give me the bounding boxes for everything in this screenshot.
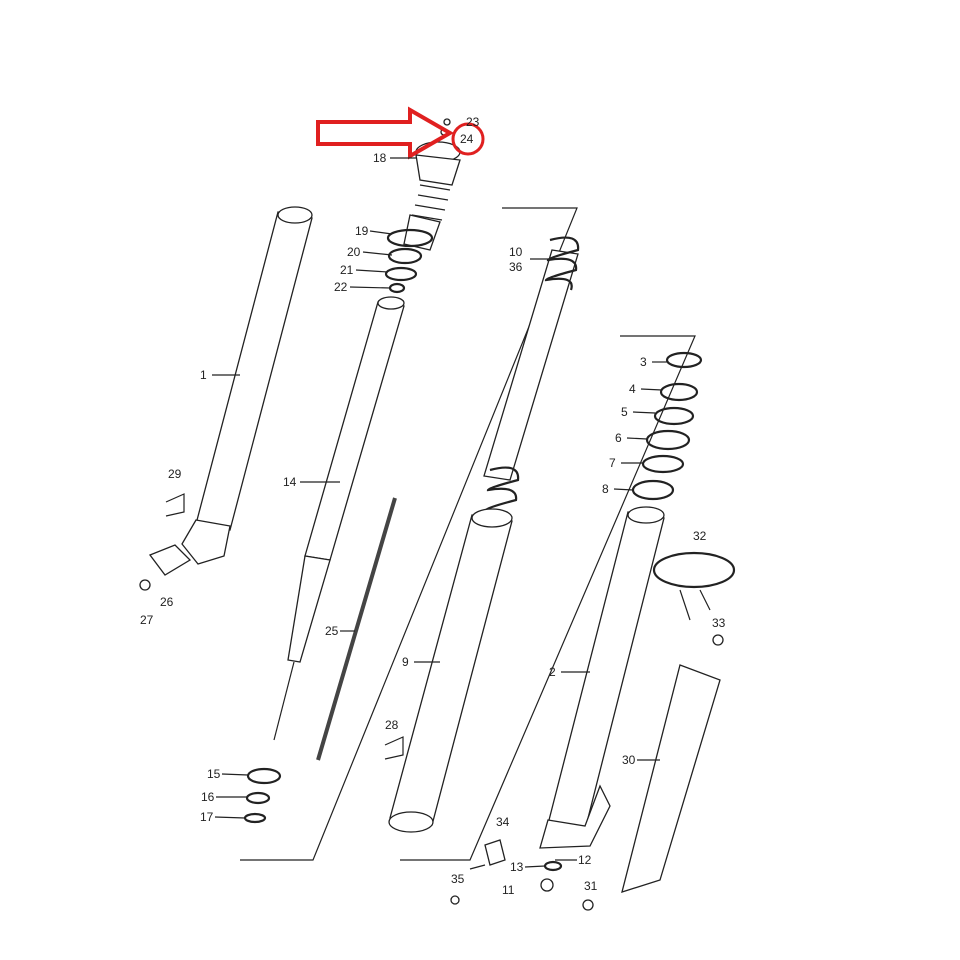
callout-16: 16 xyxy=(201,790,215,804)
callout-5: 5 xyxy=(621,405,628,419)
damper-rod-14 xyxy=(273,296,405,741)
clamp-32 xyxy=(652,551,736,646)
ring-22 xyxy=(388,282,406,294)
ring-20 xyxy=(387,247,423,265)
panel-frame-left xyxy=(240,207,578,861)
o-ring-19 xyxy=(386,228,434,248)
leader-lines xyxy=(212,157,668,870)
axle-holder-26 xyxy=(139,544,192,591)
outer-tube-2 xyxy=(539,506,665,849)
pointer-arrow xyxy=(316,106,455,160)
callout-15: 15 xyxy=(207,767,221,781)
clip-29 xyxy=(165,493,185,517)
callout-3: 3 xyxy=(640,355,647,369)
callout-8: 8 xyxy=(602,482,609,496)
callout-6: 6 xyxy=(615,431,622,445)
callout-35: 35 xyxy=(451,872,465,886)
callout-30: 30 xyxy=(622,753,636,767)
callout-1: 1 xyxy=(200,368,207,382)
ring-21 xyxy=(384,266,418,282)
callout-9: 9 xyxy=(402,655,409,669)
callout-28: 28 xyxy=(385,718,399,732)
fork-guard-30 xyxy=(621,664,721,893)
callout-27: 27 xyxy=(140,613,154,627)
callout-18: 18 xyxy=(373,151,387,165)
inner-tube-9 xyxy=(388,508,513,833)
callout-23: 23 xyxy=(466,115,480,129)
seal-stack xyxy=(631,351,703,501)
callout-10: 10 xyxy=(509,245,523,259)
rod-25 xyxy=(316,497,397,761)
callout-20: 20 xyxy=(347,245,361,259)
highlight-circle-24 xyxy=(451,122,485,156)
callout-34: 34 xyxy=(496,815,510,829)
callout-24: 24 xyxy=(460,132,474,146)
clip-28 xyxy=(384,736,404,760)
callout-17: 17 xyxy=(200,810,214,824)
outer-tube-1 xyxy=(181,206,313,565)
callout-19: 19 xyxy=(355,224,369,238)
small-parts xyxy=(243,767,594,911)
callout-31: 31 xyxy=(584,879,598,893)
callout-22: 22 xyxy=(334,280,348,294)
callout-26: 26 xyxy=(160,595,174,609)
callout-12: 12 xyxy=(578,853,592,867)
callout-13: 13 xyxy=(510,860,524,874)
callout-25: 25 xyxy=(325,624,339,638)
callout-4: 4 xyxy=(629,382,636,396)
callout-21: 21 xyxy=(340,263,354,277)
panel-frame-right xyxy=(400,335,696,861)
callout-36: 36 xyxy=(509,260,523,274)
callout-33: 33 xyxy=(712,616,726,630)
callout-2: 2 xyxy=(549,665,556,679)
callout-7: 7 xyxy=(609,456,616,470)
callout-11: 11 xyxy=(502,883,515,897)
spring-10 xyxy=(483,236,580,512)
callout-14: 14 xyxy=(283,475,297,489)
callout-29: 29 xyxy=(168,467,182,481)
callout-32: 32 xyxy=(693,529,707,543)
